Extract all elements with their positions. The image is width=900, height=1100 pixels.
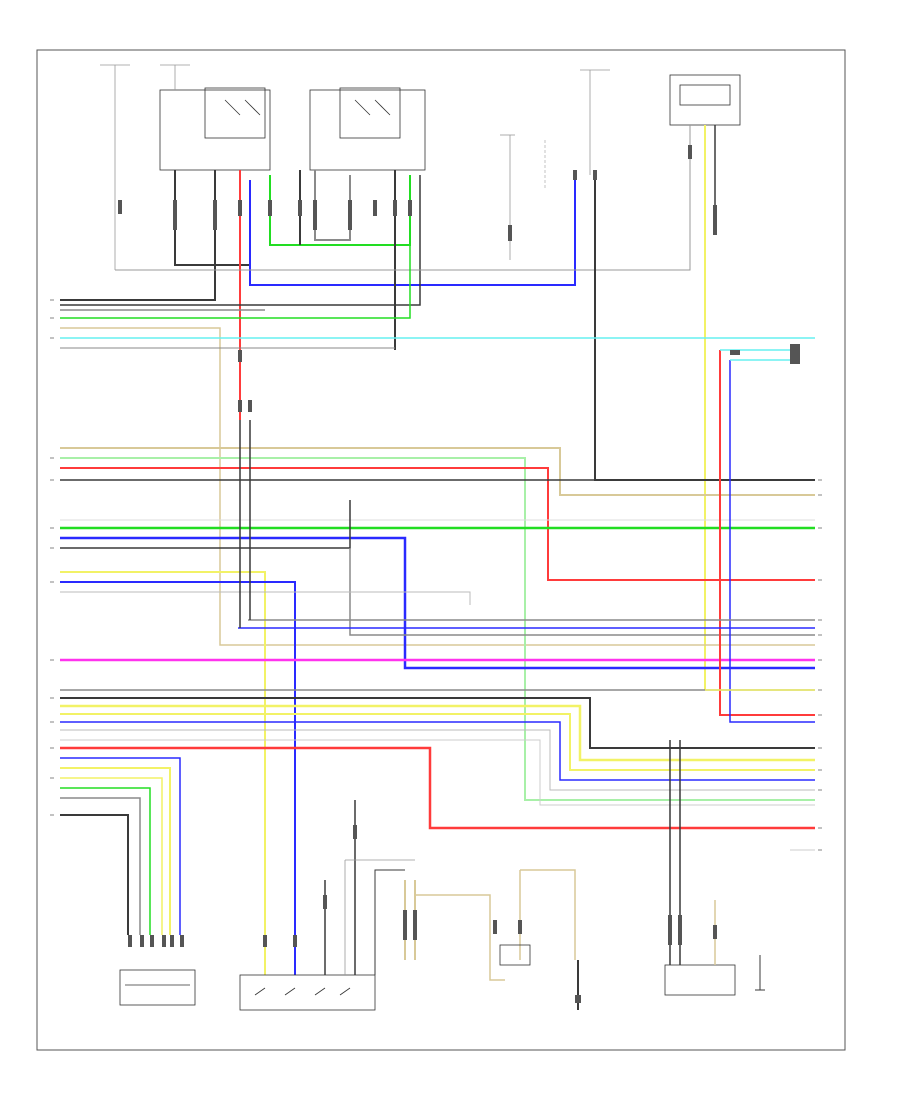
fuse-top-left <box>100 64 190 270</box>
fuse-top-center <box>500 69 610 260</box>
connector-markers <box>118 145 800 947</box>
ground-point-right <box>575 960 581 1010</box>
ground-point-left <box>755 955 765 991</box>
relay-block-right <box>309 87 426 171</box>
diagram-frame <box>36 49 846 1051</box>
tcm-connector <box>119 969 196 1006</box>
horizontal-wires <box>60 245 815 975</box>
ground-point-center <box>499 869 576 966</box>
neutral-start-switch <box>374 869 505 981</box>
right-pin-ticks <box>818 479 822 851</box>
relay-block-left <box>159 87 271 171</box>
shift-switch-assembly <box>239 800 415 1011</box>
transmission-range-sensor <box>664 740 736 996</box>
left-pin-ticks <box>50 299 54 816</box>
combination-meter <box>669 74 741 126</box>
